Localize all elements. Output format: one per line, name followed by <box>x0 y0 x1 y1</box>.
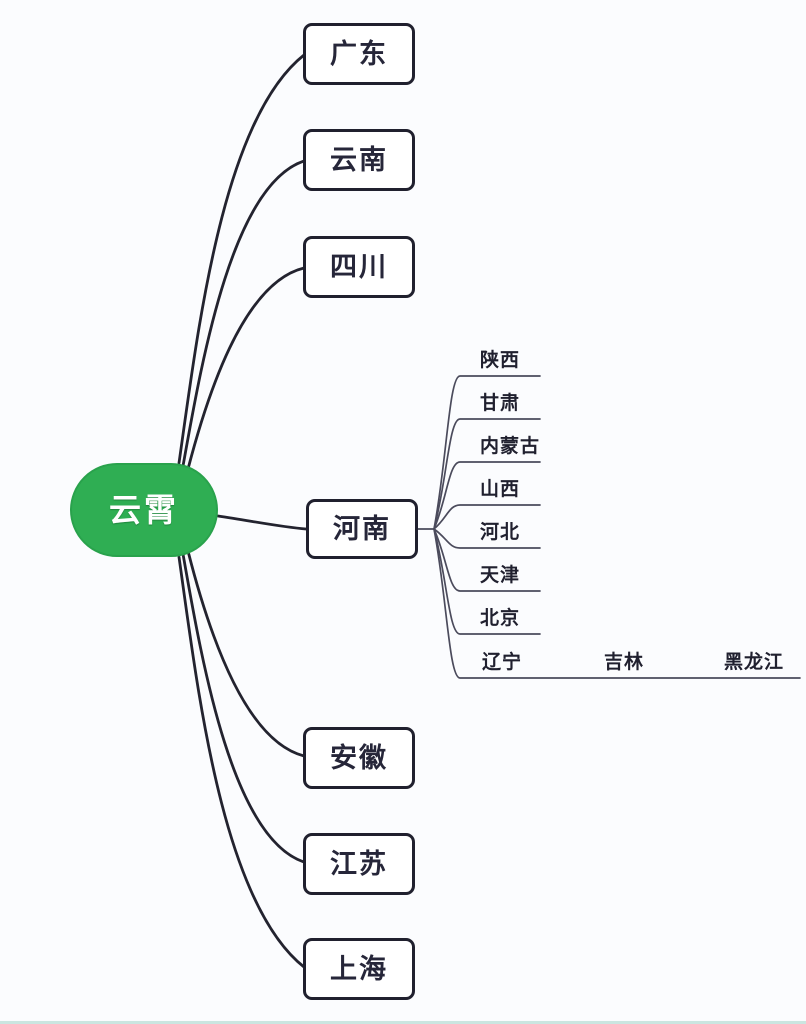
edge-root-guangdong <box>177 53 306 465</box>
branch-label: 河南 <box>333 513 391 544</box>
branch-label: 广东 <box>330 38 388 69</box>
branch-node-anhui[interactable]: 安徽 <box>303 727 415 789</box>
child-node-beijing[interactable]: 北京 <box>480 608 521 629</box>
branch-node-jiangsu[interactable]: 江苏 <box>303 833 415 895</box>
child-node-shanxi[interactable]: 山西 <box>480 479 521 500</box>
edge-henan-shaanxi <box>433 375 541 530</box>
branch-label: 上海 <box>330 953 388 984</box>
edge-henan-gansu <box>433 418 541 530</box>
branch-label: 江苏 <box>330 848 388 879</box>
edge-henan-tianjin <box>433 528 541 592</box>
edge-root-sichuan <box>186 266 306 471</box>
child-node-liaoning[interactable]: 辽宁 <box>482 652 523 673</box>
root-node[interactable]: 云霄 <box>70 463 218 557</box>
bottom-accent-bar <box>0 1021 806 1024</box>
child-node-gansu[interactable]: 甘肃 <box>480 393 521 414</box>
branch-curves <box>177 53 308 969</box>
branch-node-yunnan[interactable]: 云南 <box>303 129 415 191</box>
edge-root-jiangsu <box>181 552 306 864</box>
branch-label: 四川 <box>330 251 388 282</box>
edge-henan-hebei <box>433 528 541 549</box>
child-node-heilongjiang[interactable]: 黑龙江 <box>724 652 785 673</box>
edge-henan-shanxi <box>433 504 541 530</box>
edge-root-henan <box>216 514 308 531</box>
child-node-tianjin[interactable]: 天津 <box>480 565 521 586</box>
edge-henan-liaoning-chain <box>433 528 801 679</box>
edge-root-anhui <box>186 549 306 758</box>
henan-child-curves <box>417 375 801 679</box>
branch-node-henan[interactable]: 河南 <box>306 499 418 559</box>
child-node-jilin[interactable]: 吉林 <box>604 652 645 673</box>
edge-root-yunnan <box>181 159 306 468</box>
branch-label: 云南 <box>330 144 388 175</box>
branch-label: 安徽 <box>330 742 388 773</box>
branch-node-guangdong[interactable]: 广东 <box>303 23 415 85</box>
branch-node-sichuan[interactable]: 四川 <box>303 236 415 298</box>
edge-root-shanghai <box>177 555 306 969</box>
child-node-hebei[interactable]: 河北 <box>480 522 521 543</box>
edge-henan-beijing <box>433 528 541 635</box>
root-node-label: 云霄 <box>108 492 179 528</box>
edge-henan-neimenggu <box>433 461 541 530</box>
branch-node-shanghai[interactable]: 上海 <box>303 938 415 1000</box>
child-node-neimenggu[interactable]: 内蒙古 <box>480 436 541 457</box>
child-node-shaanxi[interactable]: 陕西 <box>480 350 521 371</box>
